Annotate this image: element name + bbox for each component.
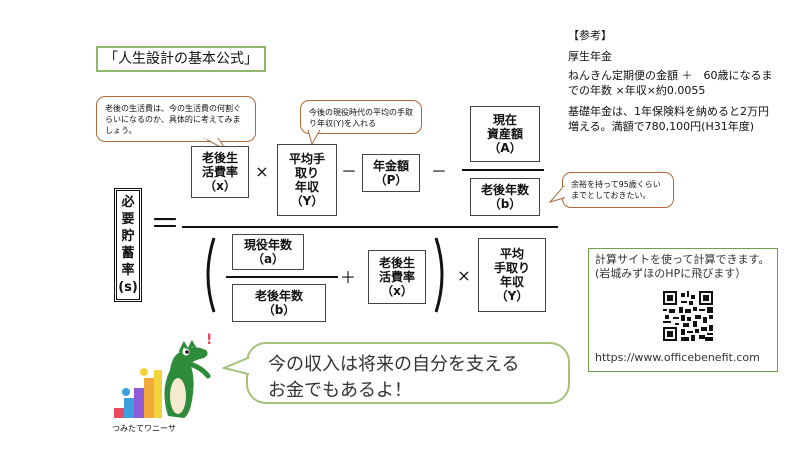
qr-url-link[interactable]: https://www.officebenefit.com — [595, 351, 760, 364]
equals-sign: ＝ — [150, 207, 180, 242]
box-text: 現役年数 — [243, 238, 292, 252]
speech-pointer — [222, 356, 250, 376]
qr-text: (岩城みずほのHPに飛びます） — [595, 267, 747, 280]
fraction-line — [226, 276, 338, 278]
close-paren — [434, 237, 444, 313]
box-retire-years-2: 老後年数 （b） — [232, 284, 326, 322]
box-text: 資産額 — [486, 127, 523, 141]
box-text: 年収 — [294, 180, 319, 194]
callout-living-cost: 老後の生活費は、今の生活費の何割ぐらいになるのか、具体的に考えてみましょう。 — [96, 96, 256, 142]
result-char: 蓄 — [121, 246, 135, 261]
box-text: 平均 — [499, 247, 524, 261]
box-pension: 年金額 （P） — [362, 154, 420, 192]
box-text: 老後年数 — [480, 183, 529, 197]
qr-code-icon[interactable] — [663, 291, 713, 341]
fraction-line — [462, 169, 544, 171]
box-avg-income-2: 平均 手取り 年収 （Y） — [478, 238, 546, 312]
qr-text: 計算サイトを使って計算できます。 — [595, 253, 770, 266]
box-current-assets: 現在 資産額 （A） — [470, 106, 540, 162]
box-text: （x） — [381, 284, 413, 298]
box-text: 活費率 — [378, 270, 415, 284]
box-living-ratio-2: 老後生 活費率 （x） — [368, 250, 426, 304]
speech-bubble: 今の収入は将来の自分を支える お金でもあるよ！ — [246, 342, 570, 404]
box-text: （A） — [488, 141, 522, 155]
box-text: 現在 — [492, 113, 517, 127]
mascot-crocodile-icon: ! — [114, 332, 212, 418]
box-text: 手取り — [493, 261, 530, 275]
reference-line: ねんきん定期便の金額 ＋ 60歳になるま — [568, 69, 773, 82]
plus-sign: ＋ — [339, 268, 356, 287]
box-text: （Y） — [495, 289, 529, 303]
qr-panel[interactable]: 計算サイトを使って計算できます。 (岩城みずほのHPに飛びます） https:/… — [588, 248, 778, 372]
reference-line: 基礎年金は、1年保険料を納めると2万円 — [568, 105, 769, 118]
box-text: 平均手 — [288, 152, 325, 166]
result-char: 必 — [121, 195, 135, 210]
box-retire-years: 老後年数 （b） — [470, 178, 540, 216]
box-text: （b） — [488, 197, 522, 211]
box-living-ratio: 老後生 活費率 （x） — [191, 146, 249, 198]
callout-years: 余裕を持って95歳くらいまでとしておきたい。 — [562, 172, 674, 208]
result-char: 貯 — [121, 229, 135, 244]
speech-line: お金でもあるよ！ — [268, 380, 412, 401]
reference-block: 【参考】 厚生年金 ねんきん定期便の金額 ＋ 60歳になるま での年数 ×年収×… — [568, 28, 794, 134]
box-text: 活費率 — [201, 165, 238, 179]
box-text: （x） — [204, 179, 236, 193]
open-paren — [206, 237, 216, 313]
callout-pointer — [307, 130, 321, 146]
box-text: 取り — [294, 166, 319, 180]
box-text: 年金額 — [372, 159, 409, 173]
result-char: 率 — [121, 263, 135, 278]
reference-line: 厚生年金 — [568, 50, 612, 63]
box-text: （P） — [374, 173, 408, 187]
minus-sign: － — [340, 162, 357, 181]
minus-sign: － — [430, 162, 447, 181]
box-text: 老後生 — [378, 256, 415, 270]
mascot-name: つみたてワニーサ — [112, 424, 176, 433]
box-text: 老後年数 — [254, 289, 303, 303]
result-char: (s) — [118, 280, 138, 295]
callout-income: 今後の現役時代の平均の手取り年収(Y)を入れる — [300, 100, 422, 134]
box-text: 老後生 — [201, 151, 238, 165]
reference-line: 増える。満額で780,100円(H31年度) — [568, 120, 755, 133]
main-fraction-line — [182, 226, 558, 228]
times-sign: × — [255, 162, 269, 181]
box-text: （Y） — [290, 194, 324, 208]
reference-heading: 【参考】 — [568, 29, 612, 42]
reference-line: での年数 ×年収×約0.0055 — [568, 84, 706, 97]
box-text: （b） — [262, 303, 296, 317]
box-text: （a） — [251, 252, 285, 266]
box-avg-income: 平均手 取り 年収 （Y） — [277, 144, 337, 216]
times-sign: × — [457, 266, 471, 285]
result-savings-rate: 必 要 貯 蓄 率 (s) — [114, 188, 142, 302]
box-text: 年収 — [499, 275, 524, 289]
result-char: 要 — [121, 212, 135, 227]
page-title: 「人生設計の基本公式」 — [96, 46, 266, 72]
box-working-years: 現役年数 （a） — [232, 234, 304, 270]
callout-pointer — [548, 186, 565, 203]
speech-line: 今の収入は将来の自分を支える — [268, 354, 520, 375]
mascot-exclaim: ! — [206, 332, 212, 348]
